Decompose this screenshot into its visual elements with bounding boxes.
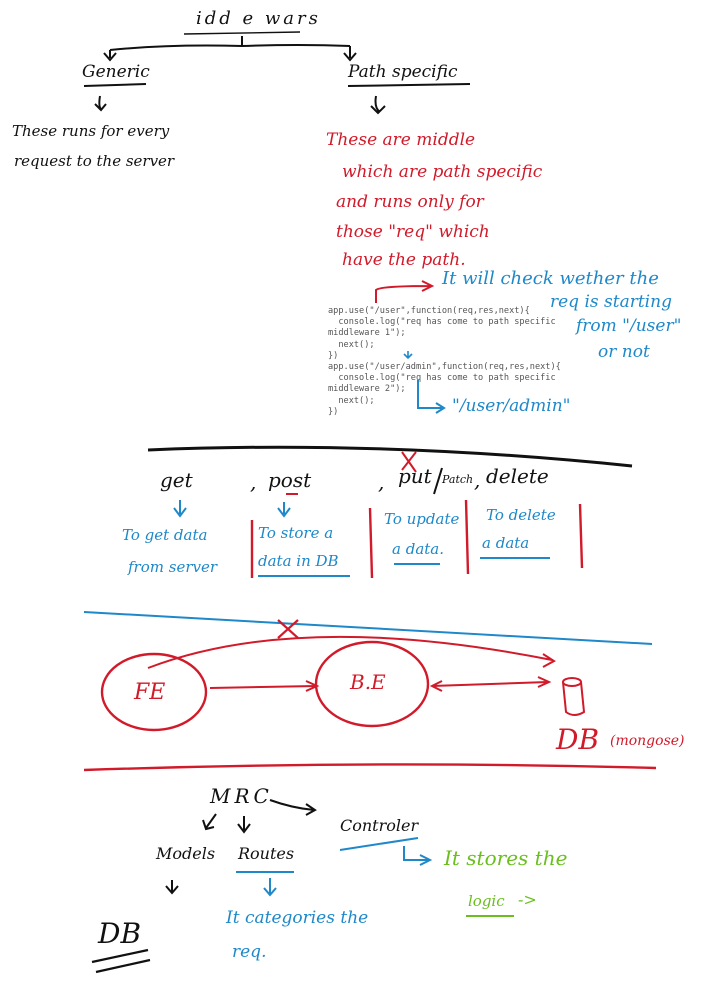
models-db-label: DB <box>98 917 142 950</box>
code-line: next(); <box>328 395 375 406</box>
code-line: next(); <box>328 339 375 350</box>
database-label: DB <box>556 723 600 756</box>
code-snippet: app.use("/user",function(req,res,next){ … <box>328 306 588 418</box>
code-line: console.log("req has come to path specif… <box>328 317 556 328</box>
code-line: }) <box>328 350 339 361</box>
logic-label: logic <box>468 892 505 910</box>
admin-path-note: "/user/admin" <box>452 396 571 416</box>
routes-note-line-2: req. <box>232 942 267 962</box>
get-desc-line-1: To get data <box>122 526 208 544</box>
frontend-label: FE <box>134 680 166 705</box>
controller-label: Controler <box>340 816 419 835</box>
code-line: }) <box>328 406 339 417</box>
code-line: app.use("/user",function(req,res,next){ <box>328 306 530 316</box>
code-line: middleware 2"); <box>328 384 406 395</box>
code-line: console.log("req has come to path specif… <box>328 373 556 384</box>
method-delete: delete <box>486 464 549 488</box>
put-desc-line-2: a data. <box>392 540 444 558</box>
path-specific-label: Path specific <box>348 62 458 82</box>
code-line: app.use("/user/admin",function(req,res,n… <box>328 362 561 373</box>
get-desc-line-2: from server <box>128 558 218 576</box>
path-desc-line-2: which are path specific <box>342 162 543 182</box>
comma: , <box>474 468 481 492</box>
mrc-title: MRC <box>210 784 273 808</box>
method-post: post <box>268 468 312 492</box>
comma: , <box>250 470 257 494</box>
path-desc-line-4: those "req" which <box>336 222 490 242</box>
put-desc-line-1: To update <box>384 510 460 528</box>
path-desc-line-1: These are middle <box>326 130 476 150</box>
post-desc-line-1: To store a <box>258 524 334 542</box>
routes-label: Routes <box>238 844 295 863</box>
database-note: (mongose) <box>610 733 685 749</box>
check-note-line-1: It will check wether the <box>442 268 659 289</box>
post-desc-line-2: data in DB <box>258 552 339 570</box>
generic-desc-line-1: These runs for every <box>12 122 170 140</box>
routes-note-line-1: It categories the <box>226 908 369 928</box>
path-desc-line-3: and runs only for <box>336 192 484 212</box>
backend-label: B.E <box>350 670 386 694</box>
comma: , <box>378 470 385 494</box>
code-line: middleware 1"); <box>328 328 406 339</box>
method-get: get <box>160 468 193 492</box>
check-note-line-3: from "/user" <box>576 316 682 336</box>
models-label: Models <box>156 844 216 863</box>
generic-label: Generic <box>82 62 150 82</box>
logic-arrow: -> <box>518 890 537 909</box>
controller-note: It stores the <box>444 846 568 870</box>
delete-desc-line-1: To delete <box>486 506 556 524</box>
page-title: idd e wars <box>196 8 321 29</box>
method-patch: Patch <box>442 473 474 486</box>
check-note-line-2: req is starting <box>550 292 672 312</box>
delete-desc-line-2: a data <box>482 534 530 552</box>
path-desc-line-5: have the path. <box>342 250 466 270</box>
method-put: put <box>398 464 432 488</box>
generic-desc-line-2: request to the server <box>14 152 175 170</box>
check-note-line-4: or not <box>598 342 650 362</box>
